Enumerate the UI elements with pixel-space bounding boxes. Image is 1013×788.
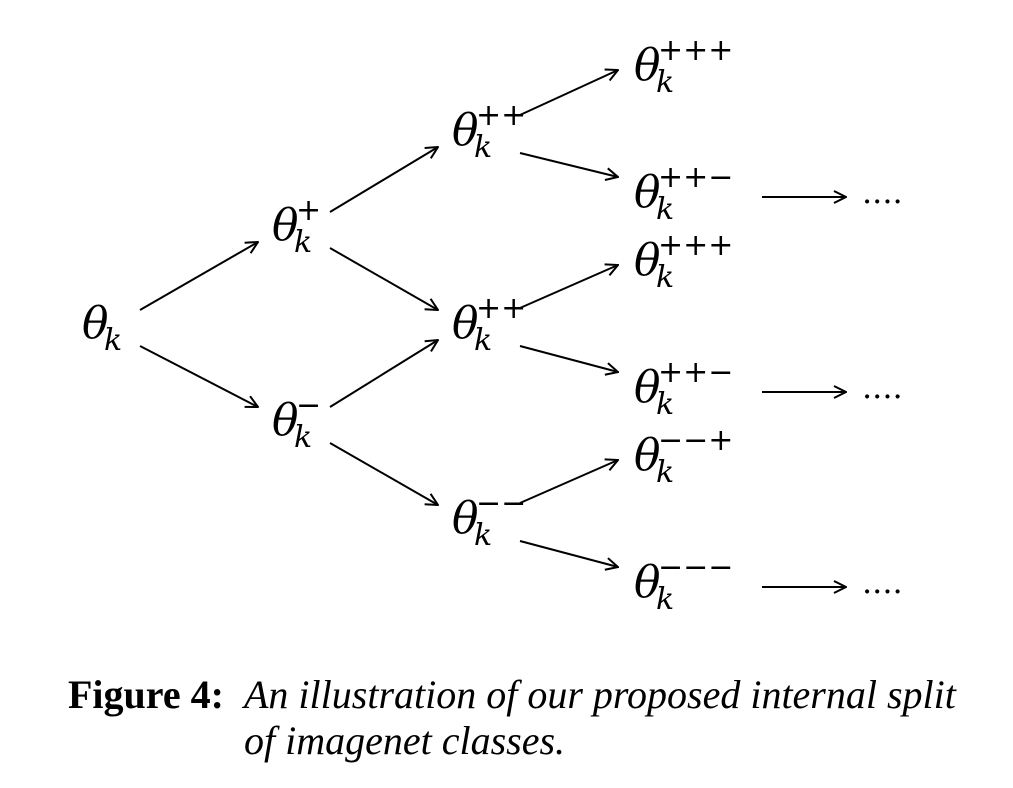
node-theta-root: θk	[82, 298, 122, 358]
edge-arrow-pp1-to-ppp1	[519, 70, 618, 116]
node-subscript: k	[294, 420, 312, 455]
edge-arrow-m-to-pp2	[329, 340, 438, 408]
node-theta-m: θk−	[272, 388, 321, 455]
node-subscript: k	[656, 65, 674, 100]
node-symbol: θ	[634, 235, 661, 286]
edge-arrow-pp2-to-ppm2	[519, 345, 618, 372]
edge-arrow-mm-to-mmp	[519, 460, 618, 504]
caption-label: Figure 4:	[68, 672, 224, 717]
node-symbol: θ	[634, 167, 661, 218]
continuation-dots-ppm2: ....	[862, 368, 903, 406]
node-superscript: ++	[476, 98, 526, 133]
node-symbol: θ	[272, 395, 299, 446]
node-theta-ppp2: θk+++	[634, 228, 733, 295]
node-subscript: k	[474, 130, 492, 165]
node-subscript: k	[656, 455, 674, 490]
node-theta-ppm2: θk++−	[634, 355, 733, 422]
node-superscript: +++	[658, 228, 733, 263]
node-superscript: +++	[658, 33, 733, 68]
edge-arrow-root-to-m	[139, 345, 258, 407]
node-theta-mm: θk−−	[452, 486, 526, 553]
edge-arrow-mm-to-mmm	[519, 540, 618, 567]
node-subscript: k	[474, 323, 492, 358]
node-theta-pp2: θk++	[452, 291, 526, 358]
node-superscript: −−−	[658, 550, 733, 585]
node-superscript: +	[296, 193, 321, 228]
node-theta-mmm: θk−−−	[634, 550, 733, 617]
node-theta-ppp1: θk+++	[634, 33, 733, 100]
node-symbol: θ	[82, 298, 109, 349]
continuation-dots-ppm1: ....	[862, 173, 903, 211]
node-symbol: θ	[452, 105, 479, 156]
node-symbol: θ	[634, 430, 661, 481]
node-superscript: ++	[476, 291, 526, 326]
node-subscript: k	[656, 260, 674, 295]
node-subscript: k	[294, 225, 312, 260]
node-theta-p: θk+	[272, 193, 321, 260]
node-subscript: k	[656, 387, 674, 422]
node-superscript: −	[296, 388, 321, 423]
node-superscript: ++−	[658, 355, 733, 390]
edge-arrow-p-to-pp1	[329, 147, 438, 213]
edge-arrow-root-to-p	[139, 242, 258, 311]
continuation-dots-mmm: ....	[862, 563, 903, 601]
split-tree-diagram: θkθk+θk−θk++θk++θk−−θk+++θk++−θk+++θk++−…	[82, 33, 903, 617]
edge-arrow-m-to-mm	[329, 442, 438, 505]
node-subscript: k	[474, 518, 492, 553]
node-symbol: θ	[634, 557, 661, 608]
node-theta-ppm1: θk++−	[634, 160, 733, 227]
node-symbol: θ	[634, 362, 661, 413]
node-superscript: −−+	[658, 423, 733, 458]
node-subscript: k	[656, 582, 674, 617]
node-symbol: θ	[634, 40, 661, 91]
node-symbol: θ	[452, 493, 479, 544]
edge-arrow-p-to-pp2	[329, 247, 438, 310]
node-symbol: θ	[272, 200, 299, 251]
caption-text: An illustration of our proposed internal…	[244, 672, 956, 763]
node-symbol: θ	[452, 298, 479, 349]
node-subscript: k	[656, 192, 674, 227]
node-theta-mmp: θk−−+	[634, 423, 733, 490]
node-theta-pp1: θk++	[452, 98, 526, 165]
node-subscript: k	[104, 323, 122, 358]
node-superscript: −−	[476, 486, 526, 521]
edge-arrow-pp2-to-ppp2	[519, 265, 618, 309]
node-superscript: ++−	[658, 160, 733, 195]
edge-arrow-pp1-to-ppm1	[519, 152, 618, 177]
